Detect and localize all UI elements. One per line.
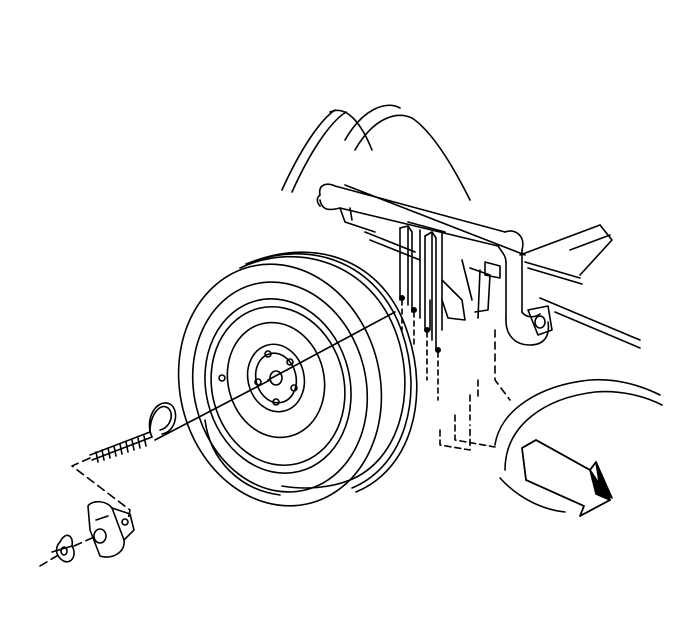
hook-bolt: [71, 311, 396, 521]
tire-carrier-crossmember: [316, 183, 553, 346]
spare-tire: [177, 251, 418, 507]
vehicle-body: [281, 104, 663, 513]
mounting-bracket: [398, 221, 501, 401]
retainer-plate: [87, 500, 135, 558]
front-arrow: [521, 439, 613, 517]
wing-nut: [39, 534, 93, 567]
